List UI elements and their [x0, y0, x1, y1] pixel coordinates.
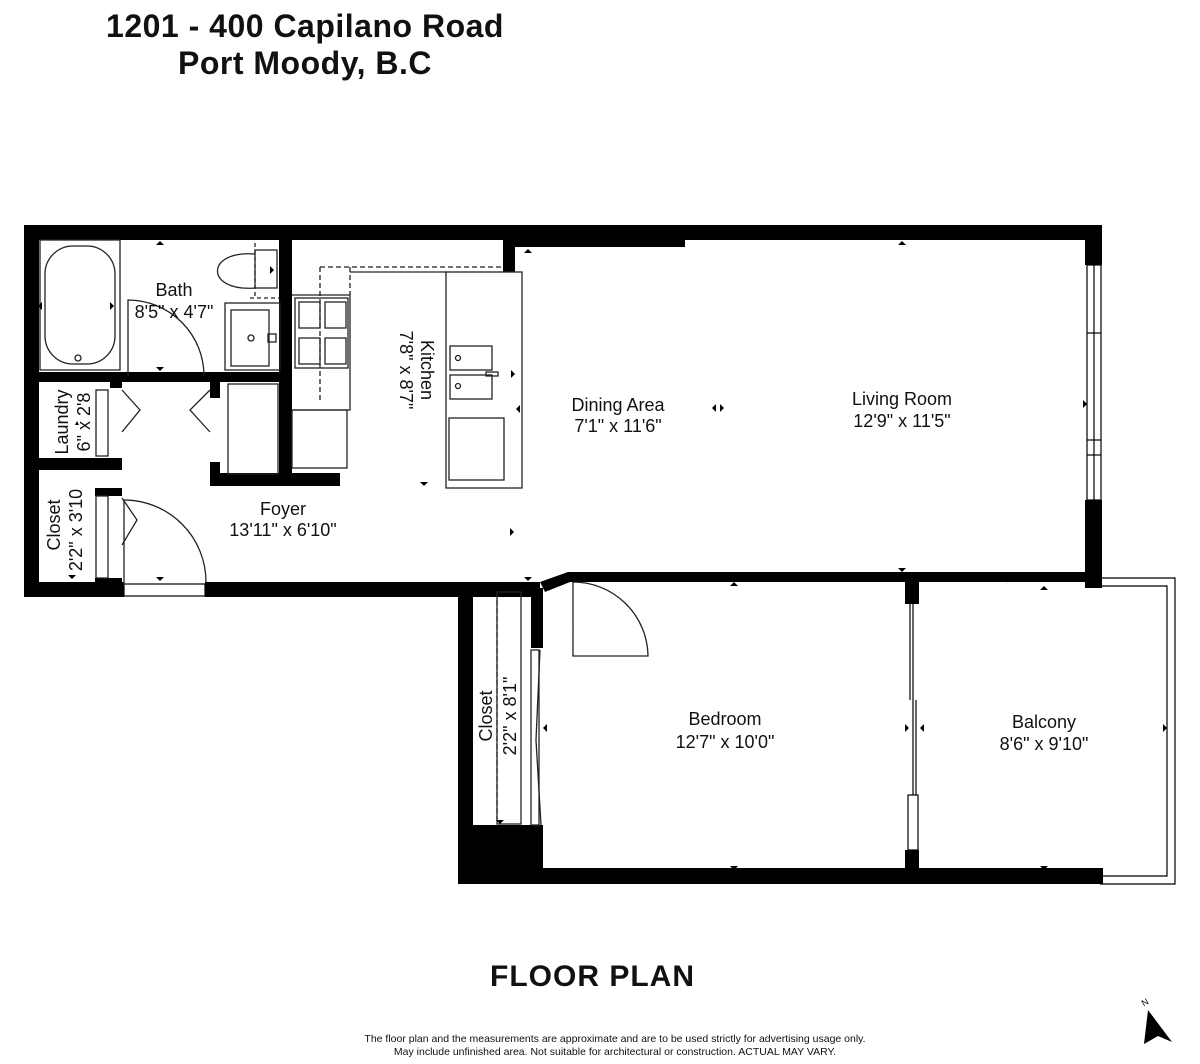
kitchen-dims: 7'8" x 8'7" [396, 331, 416, 410]
bath-name: Bath [155, 280, 192, 300]
wall-markers [38, 241, 1167, 870]
door-swing-icon [123, 499, 207, 586]
balcony-dims: 8'6" x 9'10" [1000, 734, 1089, 754]
address-line: 1201 - 400 Capilano Road [106, 8, 504, 44]
bedroom-closet-name: Closet [476, 690, 496, 741]
foyer-dims: 13'11" x 6'10" [229, 520, 336, 540]
sink-icon [224, 302, 281, 371]
foyer-name: Foyer [260, 499, 306, 519]
doors [95, 383, 649, 826]
foyer-closet-dims: 2'2" x 3'10 [66, 489, 86, 571]
foyer-closet-name: Closet [44, 499, 64, 550]
balcony-name: Balcony [1012, 712, 1076, 732]
living-name: Living Room [852, 389, 952, 409]
kitchen-fixtures [291, 266, 523, 489]
disclaimer-line-2: May include unfinished area. Not suitabl… [393, 1046, 837, 1058]
windows [123, 264, 1102, 851]
room-labels: Bath 8'5" x 4'7" Laundry 6" x 2'8 Closet… [44, 280, 1088, 755]
laundry-dims: 6" x 2'8 [74, 393, 94, 452]
walls [24, 225, 1103, 884]
bathtub-icon [39, 239, 121, 371]
bedroom-name: Bedroom [688, 709, 761, 729]
balcony-outline [1100, 577, 1176, 885]
kitchen-name: Kitchen [417, 340, 437, 400]
bedroom-closet-dims: 2'2" x 8'1" [500, 677, 520, 756]
bedroom-dims: 12'7" x 10'0" [676, 732, 775, 752]
living-dims: 12'9" x 11'5" [853, 411, 950, 431]
north-arrow-icon: N [1140, 996, 1172, 1044]
laundry-name: Laundry [52, 389, 72, 454]
kitchen-sink-icon [449, 345, 499, 400]
city-line: Port Moody, B.C [178, 45, 432, 81]
toilet-icon [216, 249, 278, 289]
dining-name: Dining Area [571, 395, 665, 415]
dining-dims: 7'1" x 11'6" [574, 416, 661, 436]
disclaimer-line-1: The floor plan and the measurements are … [364, 1033, 866, 1045]
floor-plan: Bath 8'5" x 4'7" Laundry 6" x 2'8 Closet… [24, 225, 1176, 885]
north-label: N [1140, 996, 1151, 1008]
floor-plan-label: FLOOR PLAN [490, 960, 695, 993]
stove-icon [294, 297, 349, 369]
bath-dims: 8'5" x 4'7" [135, 302, 214, 322]
